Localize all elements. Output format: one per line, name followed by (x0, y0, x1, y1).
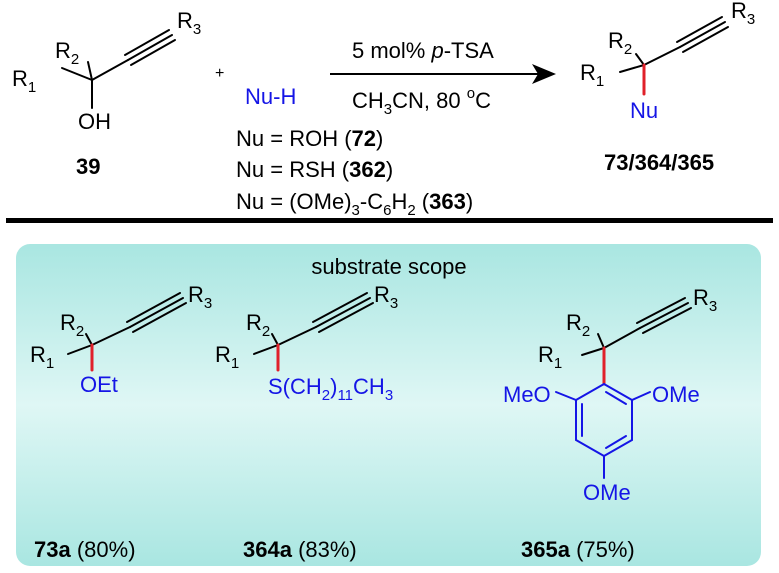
reactant-oh: OH (78, 109, 111, 134)
compound-365a: R1 R2 R3 MeO OMe OMe 365a (75%) (503, 285, 717, 562)
scope-box (16, 244, 761, 566)
catalyst: 5 mol% p-TSA (352, 38, 494, 63)
nu-item-arene: Nu = (OMe)3-C6H2 (363) (236, 189, 473, 219)
c364a-r2: R2 (246, 310, 270, 340)
product-r1: R1 (580, 60, 604, 90)
c364a-label: 364a (83%) (243, 537, 357, 562)
divider-bar (6, 218, 773, 223)
c73a-r2: R2 (60, 310, 84, 340)
reactant-r1: R1 (12, 66, 36, 96)
nu-item-thiol: Nu = RSH (362) (236, 157, 393, 182)
c73a-r3: R3 (188, 282, 212, 312)
c365a-ome-right: OMe (652, 382, 700, 407)
product-label: 73/364/365 (604, 150, 714, 175)
scope-title: substrate scope (311, 254, 466, 279)
nucleophile: Nu-H (245, 84, 296, 109)
reactant-r2: R2 (55, 38, 79, 68)
nu-item-alcohol: Nu = ROH (72) (236, 126, 383, 151)
product-r3: R3 (731, 0, 755, 28)
c365a-r3: R3 (693, 285, 717, 315)
c365a-r2: R2 (566, 310, 590, 340)
reactant-r3: R3 (177, 8, 201, 38)
benzene-ring (555, 383, 651, 479)
reactant-label: 39 (76, 154, 100, 179)
c73a-group: OEt (80, 372, 118, 397)
c364a-r1: R1 (215, 342, 239, 372)
plus-sign: + (215, 65, 224, 82)
product-r2: R2 (608, 28, 632, 58)
c365a-label: 365a (75%) (521, 537, 635, 562)
compound-364a: R1 R2 R3 S(CH2)11CH3 364a (83%) (215, 282, 398, 562)
c365a-r1: R1 (538, 342, 562, 372)
c364a-r3: R3 (374, 282, 398, 312)
c73a-label: 73a (80%) (34, 537, 136, 562)
c365a-ome-bottom: OMe (583, 480, 631, 505)
reactant-39: R1 R2 R3 OH 39 (12, 8, 201, 179)
c365a-ome-left: MeO (503, 382, 551, 407)
compound-73a: R1 R2 R3 OEt 73a (80%) (30, 282, 212, 562)
c73a-r1: R1 (30, 342, 54, 372)
product-nu: Nu (630, 98, 658, 123)
c364a-group: S(CH2)11CH3 (268, 374, 393, 404)
solvent-conditions: CH3CN, 80 oC (352, 85, 491, 118)
product-general: R1 R2 R3 Nu 73/364/365 (580, 0, 755, 175)
